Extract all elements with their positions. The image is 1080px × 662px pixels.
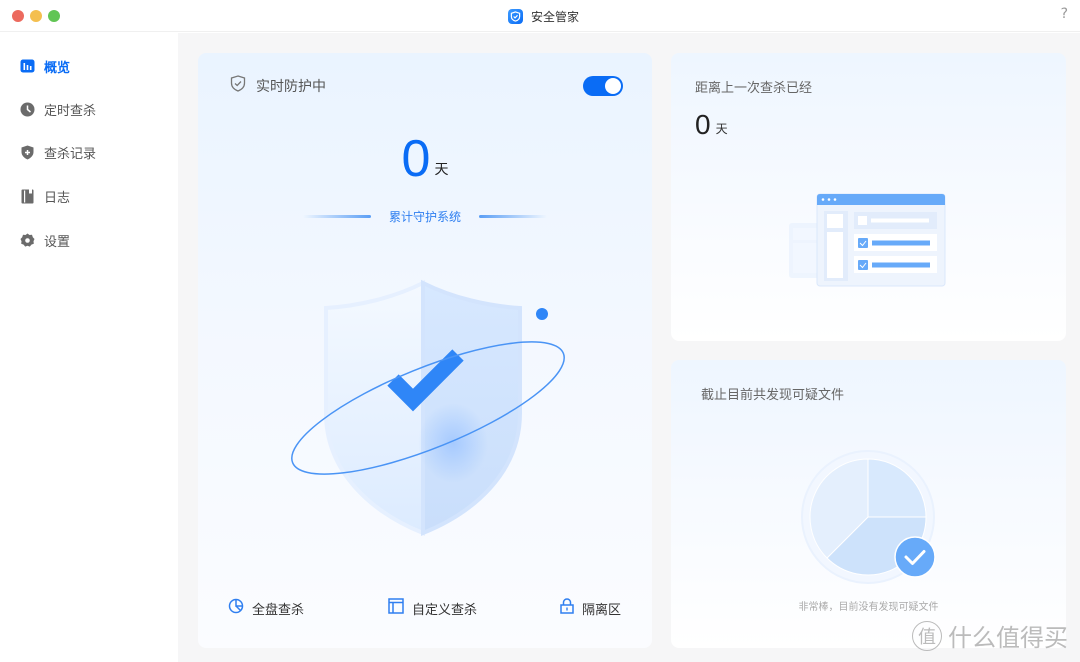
sidebar-item-label: 查杀记录 bbox=[44, 146, 97, 162]
last-scan-title: 距离上一次查杀已经 bbox=[695, 81, 813, 96]
realtime-protection-header: 实时防护中 bbox=[230, 75, 326, 96]
minimize-window-button[interactable] bbox=[30, 10, 42, 22]
protection-card: 实时防护中 0 天 累计守护系统 bbox=[198, 53, 652, 648]
pie-scan-icon bbox=[228, 598, 244, 618]
sidebar-item-scan-records[interactable]: 查杀记录 bbox=[20, 141, 96, 163]
main-content: 实时防护中 0 天 累计守护系统 bbox=[178, 33, 1080, 662]
sidebar-item-logs[interactable]: 日志 bbox=[20, 185, 70, 207]
realtime-protection-label: 实时防护中 bbox=[256, 78, 326, 95]
sidebar-item-label: 设置 bbox=[44, 234, 71, 250]
protection-days-unit: 天 bbox=[434, 162, 449, 178]
sidebar-item-settings[interactable]: 设置 bbox=[20, 229, 70, 251]
shield-check-icon bbox=[230, 75, 246, 96]
clock-icon bbox=[20, 102, 35, 117]
pie-chart-illustration bbox=[801, 450, 936, 584]
book-icon bbox=[20, 189, 35, 204]
last-scan-card: 距离上一次查杀已经 0 天 bbox=[671, 53, 1066, 341]
full-scan-button[interactable]: 全盘查杀 bbox=[228, 598, 304, 618]
app-logo-icon bbox=[508, 8, 523, 24]
close-window-button[interactable] bbox=[12, 10, 24, 22]
decorative-line-right bbox=[479, 215, 547, 218]
help-button[interactable]: ? bbox=[1060, 6, 1068, 22]
decorative-line-left bbox=[302, 215, 371, 218]
bar-chart-icon bbox=[20, 59, 35, 74]
sidebar-item-overview[interactable]: 概览 bbox=[20, 55, 70, 77]
window-title: 安全管家 bbox=[508, 7, 579, 25]
last-scan-days: 0 天 bbox=[695, 111, 728, 139]
maximize-window-button[interactable] bbox=[48, 10, 60, 22]
toggle-knob bbox=[605, 78, 621, 94]
sidebar-item-scheduled-scan[interactable]: 定时查杀 bbox=[20, 98, 96, 120]
last-scan-days-unit: 天 bbox=[715, 122, 728, 136]
protection-days-value: 0 bbox=[401, 130, 431, 188]
lock-icon bbox=[560, 598, 574, 618]
full-scan-label: 全盘查杀 bbox=[252, 602, 305, 618]
last-scan-days-value: 0 bbox=[695, 109, 711, 140]
sidebar-item-label: 定时查杀 bbox=[44, 103, 97, 119]
protection-subtitle-row: 累计守护系统 bbox=[198, 208, 652, 225]
custom-scan-button[interactable]: 自定义查杀 bbox=[388, 598, 477, 618]
shield-illustration bbox=[291, 279, 565, 536]
suspicious-files-title: 截止目前共发现可疑文件 bbox=[701, 388, 845, 403]
custom-scan-label: 自定义查杀 bbox=[412, 602, 478, 618]
protection-subtitle: 累计守护系统 bbox=[388, 210, 461, 224]
shield-plus-icon bbox=[20, 145, 35, 160]
quarantine-label: 隔离区 bbox=[582, 602, 622, 618]
layout-icon bbox=[388, 598, 404, 618]
realtime-protection-toggle[interactable] bbox=[583, 76, 623, 96]
scan-actions: 全盘查杀 自定义查杀 隔离区 bbox=[198, 598, 652, 620]
quarantine-button[interactable]: 隔离区 bbox=[560, 598, 621, 618]
sidebar-item-label: 日志 bbox=[44, 190, 71, 206]
sidebar: 概览 定时查杀 查杀记录 日志 设置 bbox=[0, 33, 178, 662]
app-title-text: 安全管家 bbox=[531, 9, 580, 24]
gear-icon bbox=[20, 233, 35, 248]
protection-days: 0 天 bbox=[198, 133, 652, 185]
scan-window-illustration bbox=[789, 193, 946, 287]
suspicious-files-card: 截止目前共发现可疑文件 非常棒，目前没有发现可疑文件 bbox=[671, 360, 1066, 648]
no-suspicious-files-note: 非常棒，目前没有发现可疑文件 bbox=[798, 602, 939, 613]
title-bar: 安全管家 ? bbox=[0, 0, 1080, 32]
sidebar-item-label: 概览 bbox=[44, 60, 71, 76]
